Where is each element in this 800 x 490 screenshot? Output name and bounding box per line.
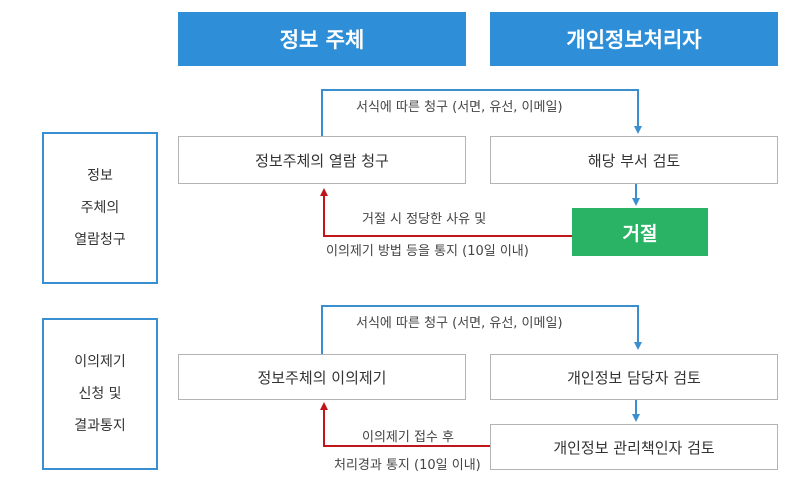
header-data-processor: 개인정보처리자	[490, 12, 778, 66]
side-label-line: 결과통지	[74, 418, 126, 434]
side-label-line: 이의제기	[74, 354, 126, 370]
objection-received-label: 이의제기 접수 후	[358, 426, 458, 445]
request-flow-line-1	[321, 89, 642, 136]
access-request-box: 정보주체의 열람 청구	[178, 136, 466, 184]
side-label-line: 정보	[87, 168, 113, 184]
reject-return-line	[320, 188, 572, 237]
reject-box: 거절	[572, 208, 708, 256]
request-method-label-1: 서식에 따른 청구 (서면, 유선, 이메일)	[356, 96, 563, 115]
side-label-line: 열람청구	[74, 232, 126, 248]
result-return-line	[320, 402, 490, 447]
request-method-label-2: 서식에 따른 청구 (서면, 유선, 이메일)	[356, 312, 563, 331]
side-label-line: 주체의	[80, 200, 120, 216]
result-notice-label: 처리경과 통지 (10일 이내)	[334, 454, 481, 473]
side-label-line: 신청 및	[78, 386, 122, 402]
reject-reason-label: 거절 시 정당한 사유 및	[362, 208, 487, 227]
side-label-access-request: 정보 주체의 열람청구	[42, 132, 158, 284]
objection-request-box: 정보주체의 이의제기	[178, 354, 466, 400]
officer-review-box: 개인정보 담당자 검토	[490, 354, 778, 400]
request-flow-line-2	[321, 305, 642, 354]
department-review-box: 해당 부서 검토	[490, 136, 778, 184]
header-data-subject: 정보 주체	[178, 12, 466, 66]
reject-notice-label: 이의제기 방법 등을 통지 (10일 이내)	[322, 240, 533, 259]
side-label-objection: 이의제기 신청 및 결과통지	[42, 318, 158, 470]
manager-review-box: 개인정보 관리책인자 검토	[490, 424, 778, 470]
